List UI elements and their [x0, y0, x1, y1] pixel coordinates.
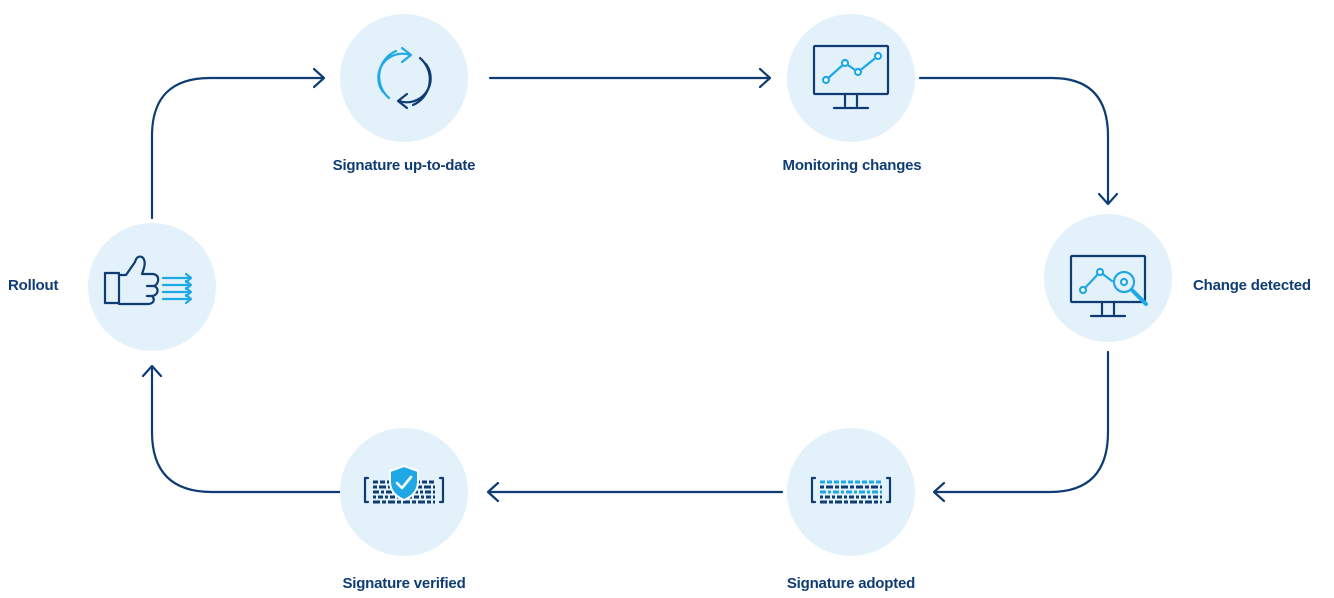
node-change-detected [1044, 214, 1172, 342]
node-signature-up-to-date [340, 14, 468, 142]
sync-icon [377, 46, 432, 110]
arrowhead-verified [486, 481, 500, 503]
arrowhead-rollout [141, 364, 163, 378]
node-signature-adopted [787, 428, 915, 556]
connector-verified-to-rollout [150, 366, 342, 494]
label-signature-verified: Signature verified [342, 575, 466, 592]
label-monitoring-changes: Monitoring changes [782, 157, 922, 174]
code-verified-icon [363, 464, 445, 504]
arrowhead-monitoring [758, 67, 772, 89]
connector-change-detected-to-adopted [934, 350, 1110, 494]
label-change-detected: Change detected [1193, 277, 1311, 294]
node-monitoring-changes [787, 14, 915, 142]
cycle-connectors [141, 67, 1119, 503]
arrowhead-change-detected [1097, 192, 1119, 206]
monitor-chart-icon [812, 44, 890, 110]
monitor-search-icon [1069, 254, 1148, 318]
label-signature-adopted: Signature adopted [786, 575, 916, 592]
label-rollout: Rollout [8, 277, 59, 294]
connector-rollout-to-up-to-date [150, 76, 324, 220]
arrowhead-up-to-date [312, 67, 326, 89]
thumbs-up-rollout-icon [103, 255, 193, 306]
code-scan-icon [810, 476, 892, 504]
arrowhead-adopted [932, 481, 946, 503]
node-rollout [88, 223, 216, 351]
label-signature-up-to-date: Signature up-to-date [332, 157, 476, 174]
connector-monitoring-to-change-detected [918, 76, 1110, 204]
node-signature-verified [340, 428, 468, 556]
